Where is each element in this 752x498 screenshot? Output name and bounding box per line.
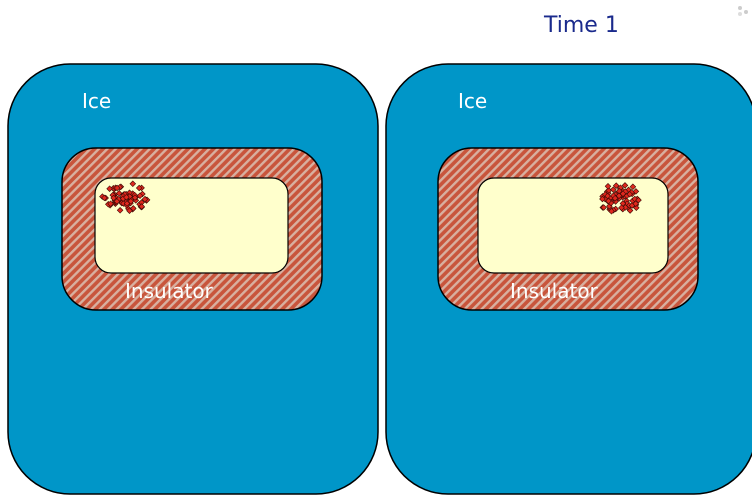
particle-cluster (599, 182, 642, 215)
inner-chamber (477, 177, 669, 274)
particle (618, 204, 625, 211)
corner-dots-icon (738, 6, 748, 16)
particle (138, 203, 145, 210)
particle (101, 194, 108, 202)
ice-label: Ice (458, 89, 487, 113)
particle (604, 192, 611, 200)
particle (615, 192, 623, 200)
particle (113, 198, 121, 205)
particle (106, 185, 113, 192)
particle (629, 183, 637, 191)
particle (136, 192, 144, 199)
particle (141, 195, 149, 203)
particle (626, 190, 633, 198)
particle (605, 197, 612, 205)
particle (126, 207, 133, 214)
diagram-title: Time 1 (543, 13, 619, 38)
particle (600, 204, 607, 211)
particle (605, 187, 613, 194)
particle (107, 200, 114, 207)
particle (113, 184, 121, 192)
particle (610, 186, 617, 193)
particle (599, 195, 606, 203)
panel-right: Ice Insulator (385, 63, 752, 495)
particle (635, 196, 642, 204)
ice-label: Ice (82, 89, 111, 113)
particle (110, 194, 117, 202)
particle (622, 204, 629, 211)
insulator-label: Insulator (510, 279, 599, 303)
particle (632, 188, 640, 195)
particle (135, 184, 143, 192)
particle (619, 190, 627, 197)
particle (608, 208, 615, 215)
insulator-label: Insulator (125, 279, 214, 303)
particle (626, 207, 634, 214)
particle (129, 180, 137, 188)
particle (633, 204, 640, 211)
panel-left: Ice Insulator (7, 63, 379, 495)
particle (138, 199, 145, 206)
particle (116, 207, 124, 214)
particle (621, 182, 629, 189)
particle (612, 182, 620, 189)
particle (632, 200, 639, 207)
particle (130, 205, 137, 212)
particle (604, 183, 612, 190)
particle (131, 194, 139, 201)
particle-cluster (99, 180, 151, 214)
particle (127, 198, 135, 205)
particle (123, 193, 130, 201)
particle (611, 194, 619, 202)
